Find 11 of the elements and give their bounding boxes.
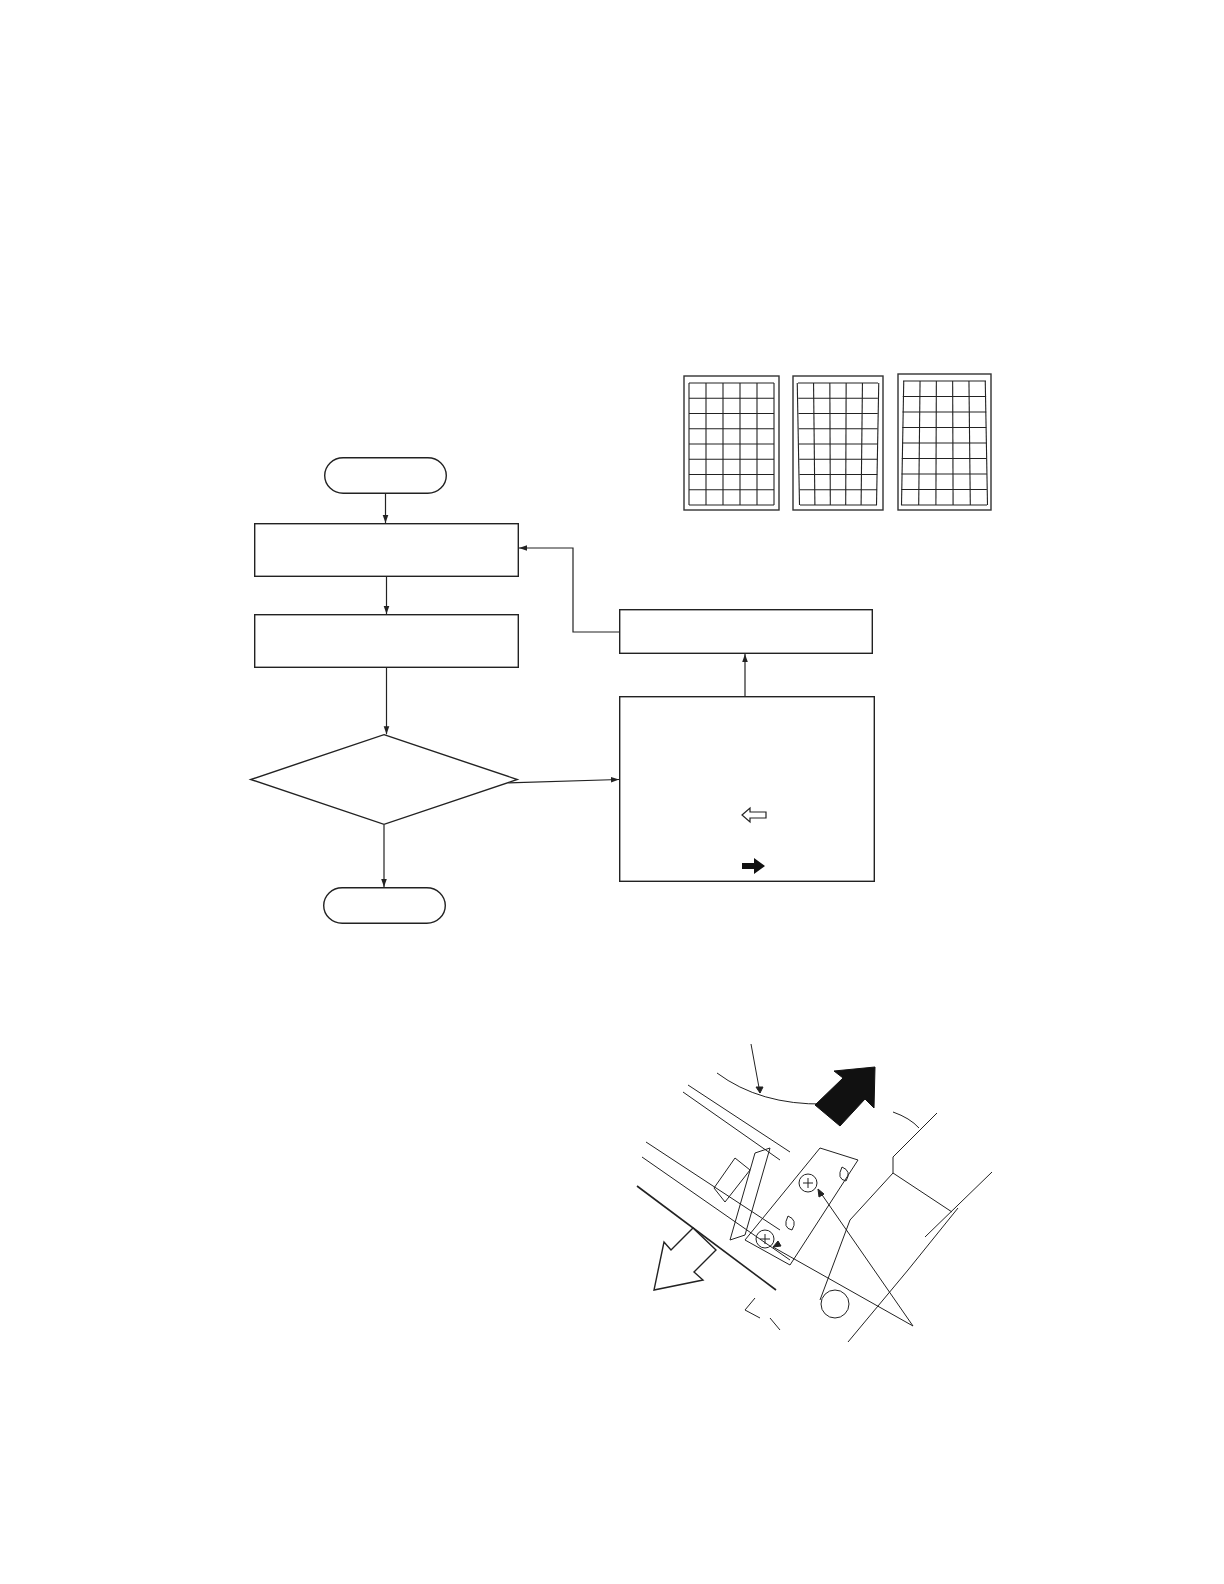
process-box: [619, 609, 873, 654]
arrow: [518, 545, 620, 633]
process-box: [254, 523, 519, 577]
arrow: [381, 824, 387, 888]
process-box: [254, 614, 519, 668]
process-box: [619, 696, 875, 882]
arrow: [742, 653, 748, 697]
arrow: [383, 576, 390, 615]
arrow: [383, 667, 390, 735]
decision-diamond: [250, 734, 518, 825]
arrow: [382, 493, 389, 524]
